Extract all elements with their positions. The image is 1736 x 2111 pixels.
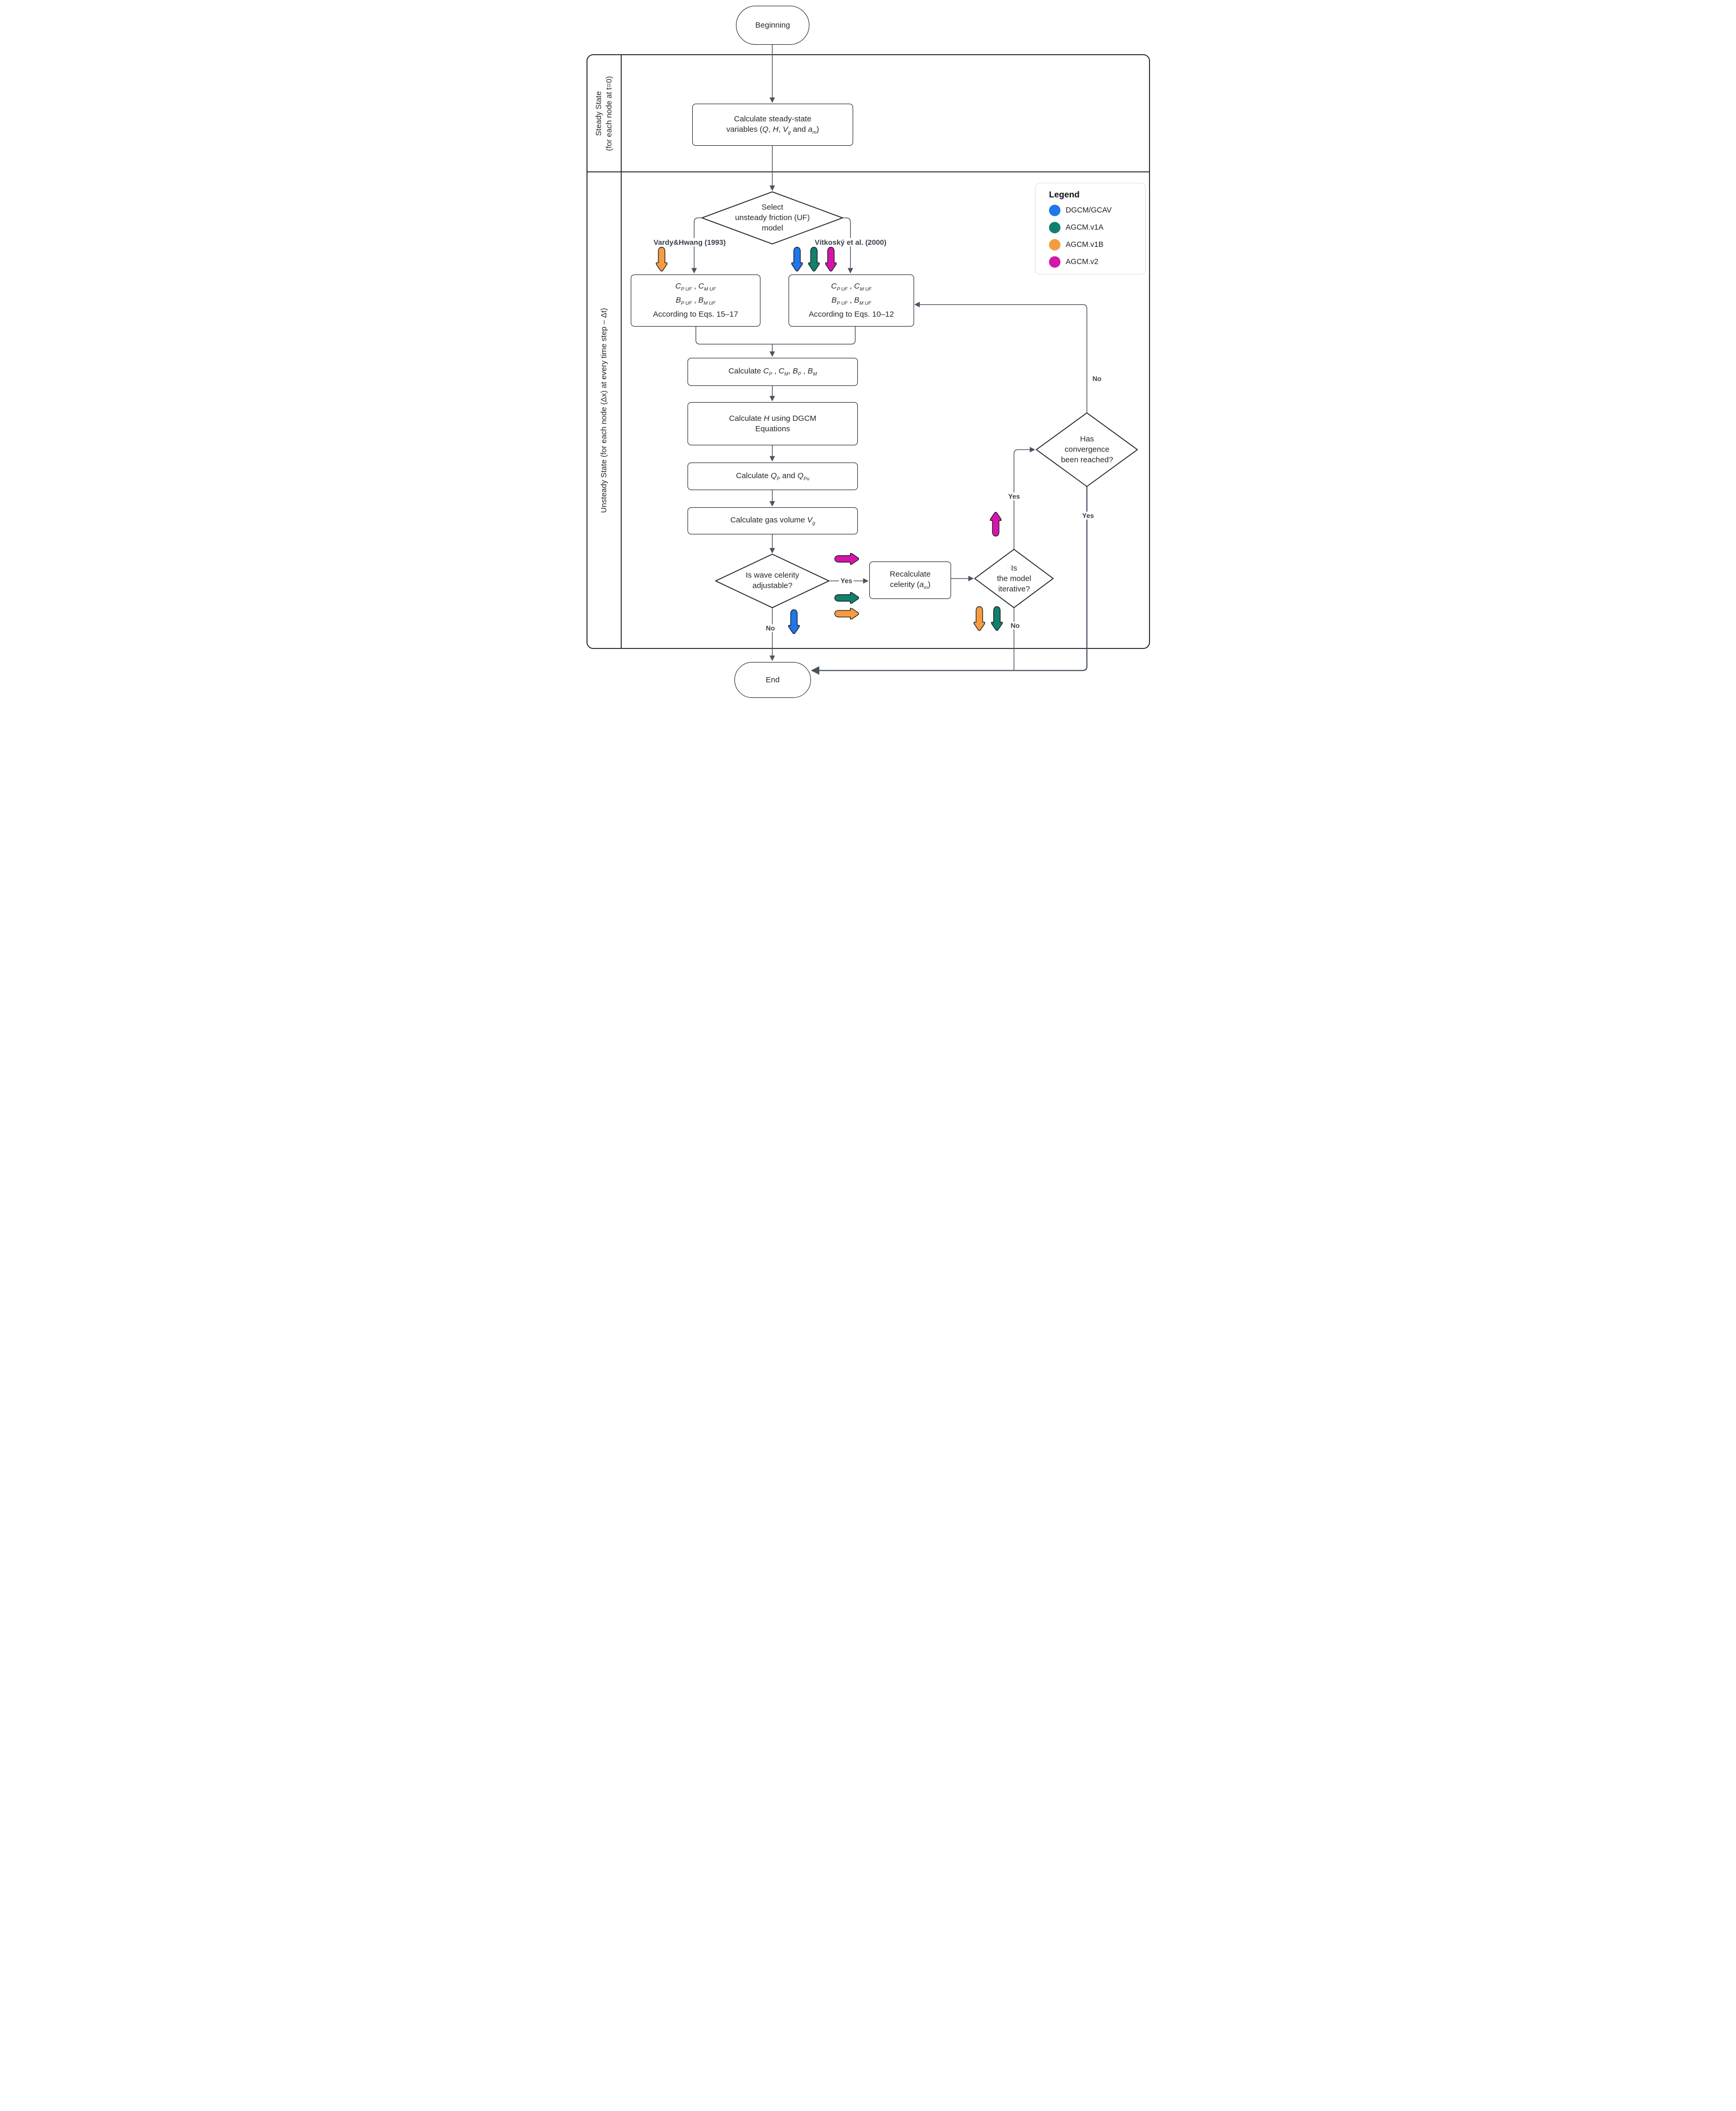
swimlane-frame xyxy=(586,54,1150,649)
legend-title: Legend xyxy=(1049,190,1080,199)
convergence-yes-label: Yes xyxy=(1080,511,1096,520)
legend-item-label: DGCM/GCAV xyxy=(1066,206,1112,215)
calc-q-label: Calculate QP and QPu xyxy=(736,471,809,481)
calc-q-box: Calculate QP and QPu xyxy=(688,463,858,490)
edge-iterative-yes-convergence xyxy=(1014,447,1035,549)
iterative-no-label: No xyxy=(1009,621,1021,630)
agcm-v2-right-arrow-icon xyxy=(834,553,859,565)
legend-item-label: AGCM.v2 xyxy=(1066,258,1098,266)
legend-item-label: AGCM.v1A xyxy=(1066,223,1104,232)
model-iterative-diamond xyxy=(974,548,1054,608)
edge-select-vitkosky xyxy=(842,217,853,274)
dgcm-gcav-no-arrow-icon xyxy=(788,609,800,634)
dgcm-gcav-dot-icon xyxy=(1049,205,1060,216)
begin-label: Beginning xyxy=(755,20,790,30)
decision-shapes xyxy=(701,191,1138,608)
end-label: End xyxy=(766,675,780,684)
calc-coeffs-label: Calculate CP , CM, BP , BM xyxy=(728,367,817,377)
edge-convergence-no-feedback xyxy=(914,302,1088,413)
celerity-yes-label: Yes xyxy=(839,577,854,585)
edge-select-vardy xyxy=(691,217,702,274)
end-terminal: End xyxy=(734,662,811,698)
steady-lane-label: Steady State (for each node at t=0) xyxy=(594,76,614,151)
legend-item-label: AGCM.v1B xyxy=(1066,241,1104,249)
agcm-v1a-right-arrow-icon xyxy=(834,592,859,604)
flow-connectors xyxy=(691,44,1088,675)
begin-terminal: Beginning xyxy=(736,6,809,45)
agcm-v1b-right-arrow-icon xyxy=(834,608,859,620)
convergence-diamond xyxy=(1035,412,1138,487)
agcm-v2-dot-icon xyxy=(1049,256,1060,268)
agcm-v1a-dot-icon xyxy=(1049,222,1060,233)
celerity-no-label: No xyxy=(764,624,777,632)
legend-item-dgcm-gcav: DGCM/GCAV xyxy=(1049,205,1145,216)
legend-item-agcm-v1b: AGCM.v1B xyxy=(1049,239,1145,251)
agcm-v1b-down-arrow-icon xyxy=(656,247,668,272)
calc-coeffs-box: Calculate CP , CM, BP , BM xyxy=(688,358,858,386)
select-uf-diamond xyxy=(701,191,843,245)
calc-vg-label: Calculate gas volume Vg xyxy=(730,516,815,526)
agcm-v1a-no-arrow-icon xyxy=(991,606,1003,631)
calc-vg-box: Calculate gas volume Vg xyxy=(688,507,858,534)
unsteady-lane-label: Unsteady State (for each node (Δx) at ev… xyxy=(599,308,608,513)
flowchart-graphics xyxy=(586,44,1150,675)
convergence-no-label: No xyxy=(1091,374,1103,383)
vardy-branch-label: Vardy&Hwang (1993) xyxy=(651,238,728,246)
agcm-v1b-no-arrow-icon xyxy=(973,606,985,631)
agcm-v1b-dot-icon xyxy=(1049,239,1060,251)
edge-convergence-yes-end xyxy=(810,486,1088,675)
dgcm-gcav-down-arrow-icon xyxy=(791,247,803,272)
edge-vitkosky-merge xyxy=(772,326,856,345)
vitkosky-branch-label: Vítkoský et al. (2000) xyxy=(813,238,889,246)
legend-panel: Legend DGCM/GCAV AGCM.v1A AGCM.v1B AGCM.… xyxy=(1035,183,1146,274)
agcm-v2-up-arrow-icon xyxy=(990,511,1002,536)
legend-item-agcm-v2: AGCM.v2 xyxy=(1049,256,1145,268)
agcm-v2-down-arrow-icon xyxy=(825,247,837,272)
wave-celerity-diamond xyxy=(715,554,830,608)
iterative-yes-label: Yes xyxy=(1006,492,1022,501)
agcm-v1a-down-arrow-icon xyxy=(808,247,820,272)
outer-frame xyxy=(586,54,1150,649)
edge-vardy-merge xyxy=(695,326,772,345)
legend-item-agcm-v1a: AGCM.v1A xyxy=(1049,222,1145,233)
